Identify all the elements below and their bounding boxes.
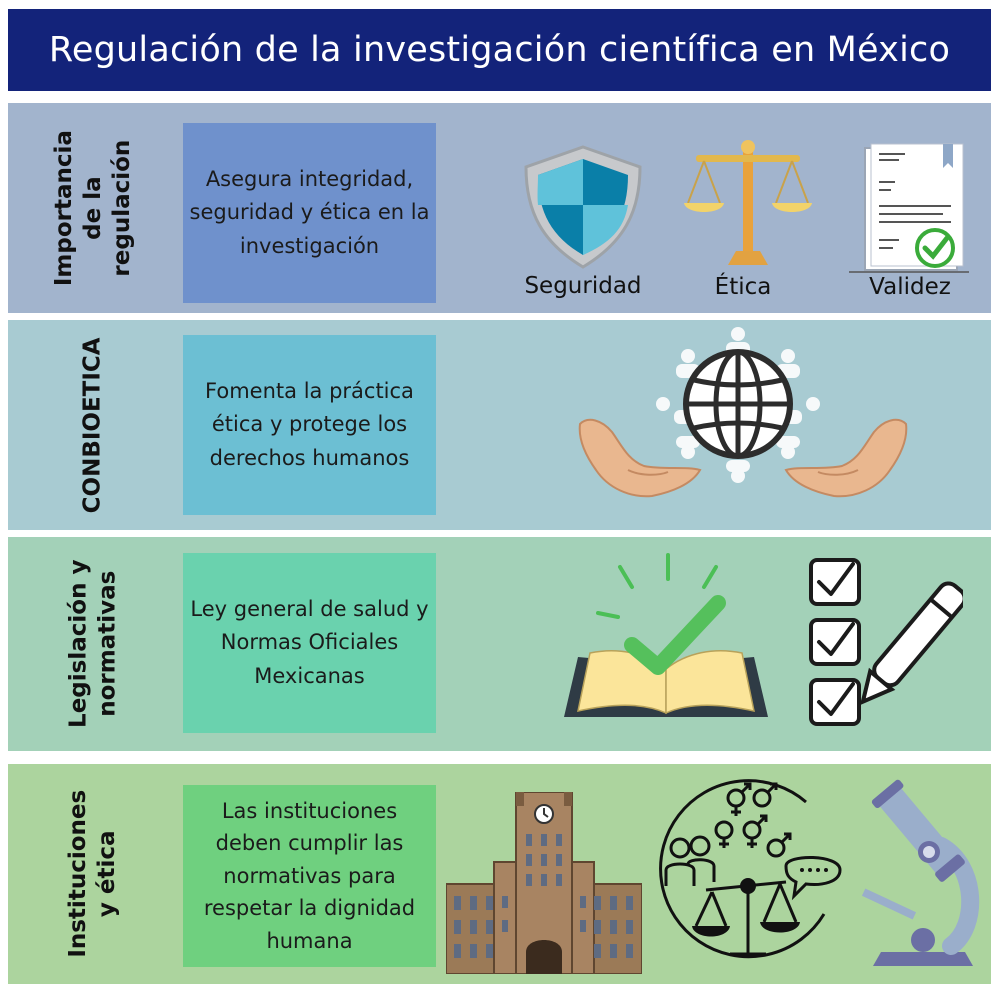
row-label: CONBIOETICA: [8, 320, 178, 530]
book-check-icon: [564, 553, 768, 717]
scales-icon: [684, 140, 812, 265]
ethics-gender-icon: [659, 779, 842, 959]
caption-etica: Ética: [714, 274, 772, 300]
microscope-icon: [861, 779, 980, 966]
row-label: Instituciones y ética: [8, 764, 178, 984]
description-box: Fomenta la práctica ética y protege los …: [183, 335, 436, 515]
row-label-line: CONBIOETICA: [79, 337, 106, 513]
row-label-line: y ética: [93, 830, 120, 918]
checklist-pen-icon: [809, 558, 963, 726]
row-label: Legislación y normativas: [8, 537, 178, 751]
row-conbioetica: CONBIOETICA Fomenta la práctica ética y …: [8, 320, 991, 530]
caption-validez: Validez: [869, 274, 951, 300]
row-instituciones: Instituciones y ética Las instituciones …: [8, 764, 991, 984]
page-title: Regulación de la investigación científic…: [48, 30, 951, 70]
building-icon: [446, 792, 642, 974]
caption-seguridad: Seguridad: [524, 273, 642, 299]
row-importancia: Importancia de la regulación Asegura int…: [8, 103, 991, 313]
title-banner: Regulación de la investigación científic…: [8, 9, 991, 91]
row-label-line: de la: [79, 176, 106, 240]
description-box: Las instituciones deben cumplir las norm…: [183, 785, 436, 967]
globe-hands-icon: [578, 327, 908, 498]
shield-icon: [524, 145, 642, 269]
row-label-line: Importancia: [50, 129, 77, 287]
row-label-line: Instituciones: [65, 790, 92, 958]
row-label-line: normativas: [93, 570, 120, 718]
row-label: Importancia de la regulación: [8, 103, 178, 313]
description-box: Asegura integridad, seguridad y ética en…: [183, 123, 436, 303]
row-label-line: regulación: [108, 139, 135, 277]
row-legislacion: Legislación y normativas Ley general de …: [8, 537, 991, 751]
row-label-line: Legislación y: [65, 559, 92, 729]
document-check-icon: [849, 143, 969, 273]
description-box: Ley general de salud y Normas Oficiales …: [183, 553, 436, 733]
